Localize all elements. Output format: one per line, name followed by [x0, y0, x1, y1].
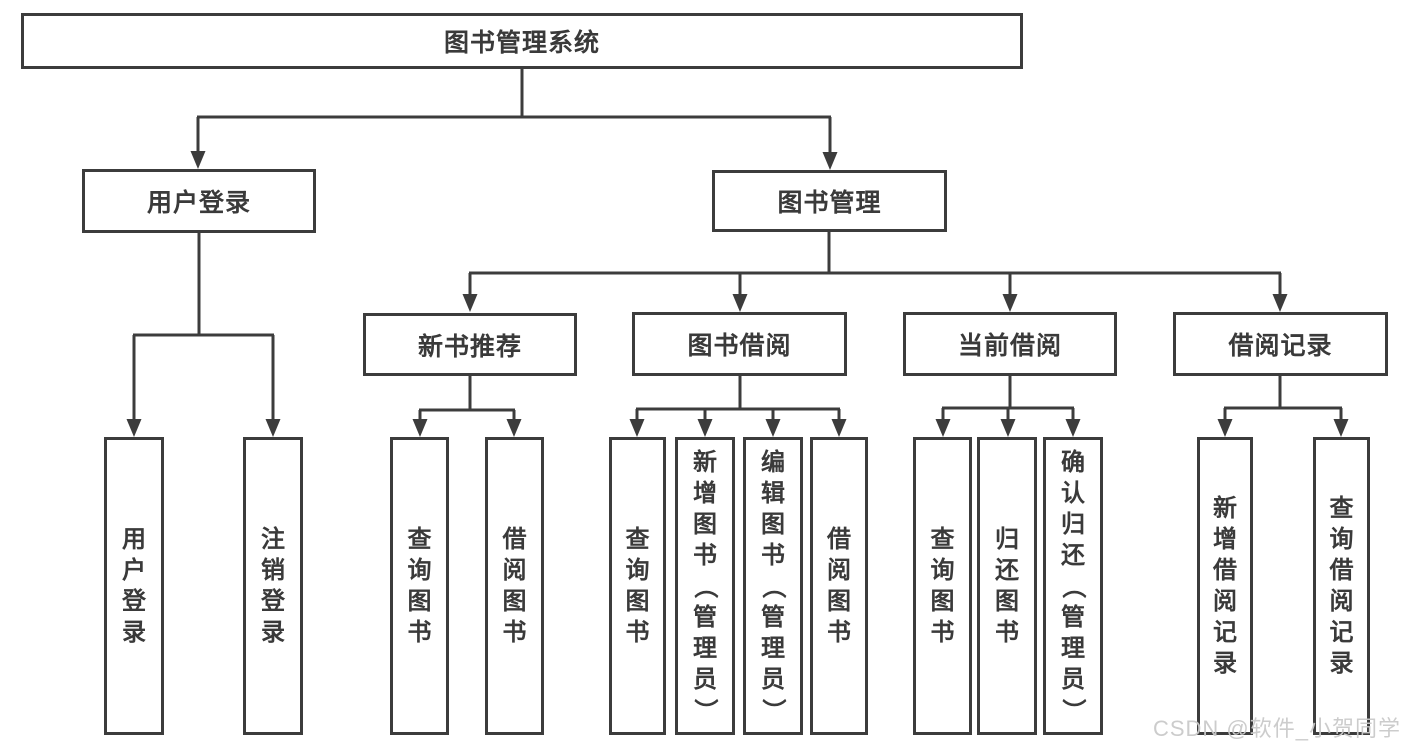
leaf-add-books-admin: 新增图书（管理员） — [675, 437, 735, 735]
node-book-management-label: 图书管理 — [777, 189, 882, 217]
node-book-borrowing: 图书借阅 — [632, 312, 847, 376]
leaf-logout-label: 注销登录 — [261, 526, 285, 646]
node-current-borrowing-label: 当前借阅 — [957, 332, 1062, 360]
leaf-query-books-recommend-label: 查询图书 — [407, 526, 432, 646]
leaf-query-books-recommend: 查询图书 — [390, 437, 449, 735]
leaf-confirm-return-admin: 确认归还（管理员） — [1043, 437, 1103, 735]
node-root-label: 图书管理系统 — [443, 29, 600, 57]
node-root: 图书管理系统 — [21, 13, 1023, 69]
leaf-query-books-borrowing-label: 查询图书 — [625, 526, 650, 646]
leaf-edit-books-admin-label: 编辑图书（管理员） — [759, 448, 787, 723]
node-user-login: 用户登录 — [82, 169, 316, 233]
leaf-add-borrow-record: 新增借阅记录 — [1197, 437, 1253, 735]
node-current-borrowing: 当前借阅 — [903, 312, 1117, 376]
leaf-logout: 注销登录 — [243, 437, 303, 735]
leaf-add-borrow-record-label: 新增借阅记录 — [1213, 495, 1237, 677]
leaf-edit-books-admin: 编辑图书（管理员） — [743, 437, 803, 735]
leaf-borrow-books-recommend: 借阅图书 — [485, 437, 544, 735]
node-new-book-recommend: 新书推荐 — [363, 313, 577, 376]
leaf-user-login: 用户登录 — [104, 437, 164, 735]
csdn-watermark: CSDN @软件_小贺同学 — [1152, 716, 1401, 741]
leaf-query-borrow-record: 查询借阅记录 — [1313, 437, 1370, 735]
leaf-borrow-books-label: 借阅图书 — [827, 526, 851, 646]
leaf-borrow-books: 借阅图书 — [810, 437, 868, 735]
leaf-query-books-current: 查询图书 — [913, 437, 972, 735]
leaf-confirm-return-admin-label: 确认归还（管理员） — [1059, 448, 1087, 723]
node-user-login-label: 用户登录 — [146, 189, 251, 217]
leaf-query-books-borrowing: 查询图书 — [609, 437, 666, 735]
leaf-user-login-label: 用户登录 — [122, 526, 146, 646]
node-book-borrowing-label: 图书借阅 — [687, 332, 792, 360]
leaf-return-books-label: 归还图书 — [995, 526, 1019, 646]
node-book-management: 图书管理 — [712, 170, 947, 232]
node-borrow-records: 借阅记录 — [1173, 312, 1388, 376]
leaf-add-books-admin-label: 新增图书（管理员） — [691, 448, 719, 723]
leaf-query-borrow-record-label: 查询借阅记录 — [1329, 495, 1354, 677]
node-new-book-recommend-label: 新书推荐 — [417, 332, 522, 361]
leaf-return-books: 归还图书 — [977, 437, 1037, 735]
leaf-borrow-books-recommend-label: 借阅图书 — [502, 526, 527, 646]
node-borrow-records-label: 借阅记录 — [1228, 332, 1333, 360]
leaf-query-books-current-label: 查询图书 — [930, 526, 955, 646]
